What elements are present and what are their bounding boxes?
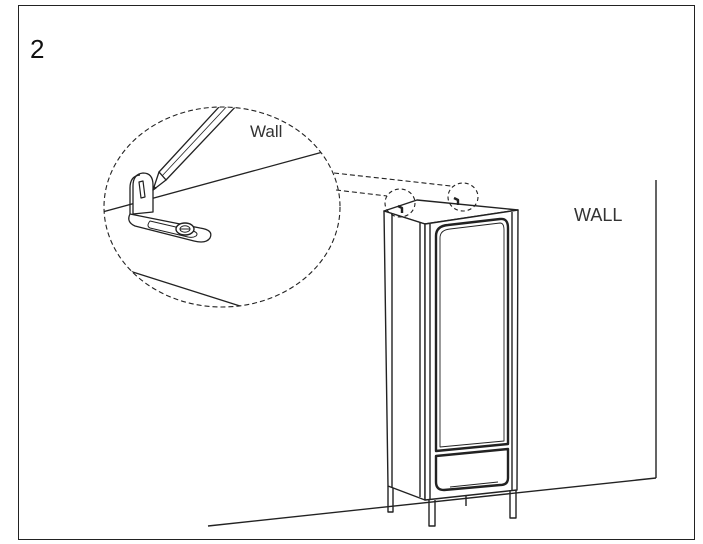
cabinet-drawer <box>434 447 510 492</box>
step-frame <box>18 5 695 540</box>
detail-wall-label: Wall <box>250 122 283 141</box>
cabinet-door <box>434 217 510 453</box>
cabinet-legs <box>387 486 517 527</box>
detail-l-bracket <box>132 172 154 215</box>
detail-pencil <box>152 107 276 191</box>
floor-line <box>207 477 657 527</box>
detail-view <box>103 106 341 308</box>
step-number: 2 <box>30 34 45 64</box>
leader-line-upper <box>333 172 452 187</box>
main-wall-label: WALL <box>574 205 623 225</box>
top-bracket-left <box>397 204 404 213</box>
leader-line-lower <box>335 189 388 197</box>
cabinet-front <box>424 209 519 501</box>
main-scene <box>207 172 657 527</box>
highlight-circle-left <box>384 188 416 218</box>
highlight-circle-right <box>447 182 479 212</box>
cabinet-side <box>383 210 426 501</box>
top-bracket-right <box>453 196 460 205</box>
detail-circle <box>103 106 341 308</box>
